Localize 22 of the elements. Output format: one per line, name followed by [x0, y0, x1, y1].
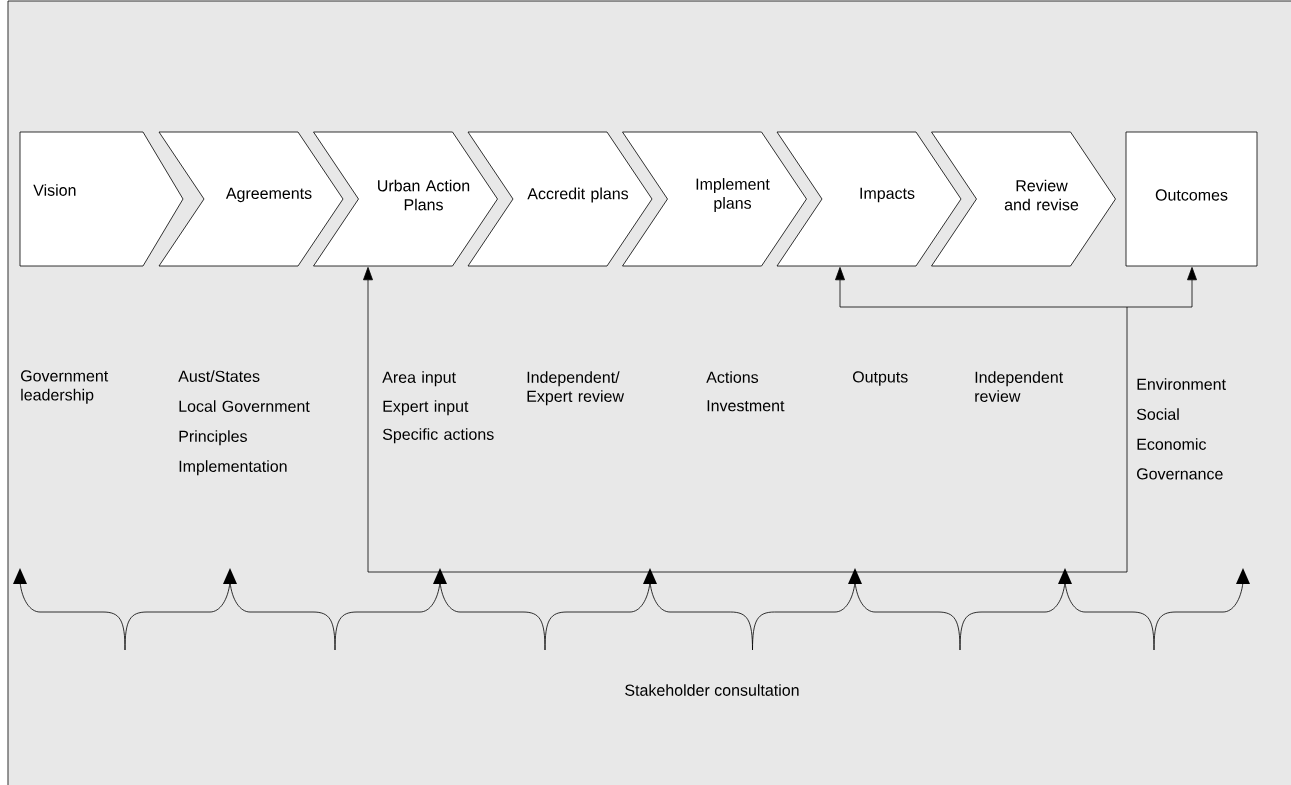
column-label: Outputs	[852, 371, 908, 386]
column-label: Actions	[706, 371, 759, 383]
column-label: Independent/ Expert review	[527, 371, 625, 406]
arrow	[1126, 267, 1197, 308]
column-label: Government leadership	[21, 370, 109, 404]
column-label: Independent review	[975, 371, 1064, 402]
column-label: Principles	[179, 430, 247, 446]
column-label: Specific actions	[382, 428, 494, 444]
arrow	[363, 267, 1128, 573]
arrow	[835, 267, 1128, 573]
column-label: Investment	[707, 400, 785, 412]
caption-label: Stakeholder consultation	[625, 684, 799, 696]
column-label: Aust/States	[178, 370, 260, 382]
outcome-box: Outcomes	[1125, 131, 1258, 267]
column-label: Expert input	[383, 400, 469, 416]
column-label: Social	[1136, 408, 1179, 420]
column-label: Implementation	[179, 460, 287, 476]
column-label: Environment	[1137, 378, 1226, 390]
column-label: Local Government	[179, 400, 310, 412]
column-label: Governance	[1137, 468, 1223, 480]
column-label: Area input	[382, 371, 456, 387]
column-label: Economic	[1137, 438, 1207, 450]
